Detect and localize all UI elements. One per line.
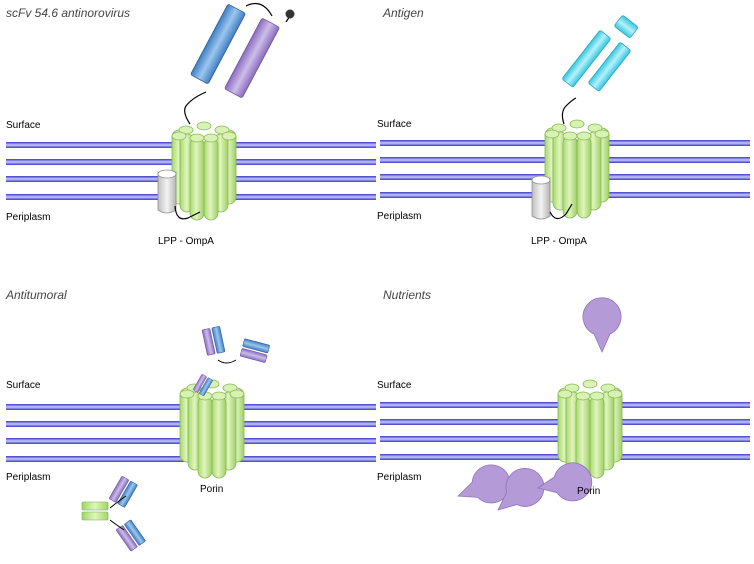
periplasm-label: Periplasm	[377, 472, 422, 483]
protein-label: Porin	[200, 484, 224, 495]
panel-title: scFv 54.6 antinorovirus	[6, 6, 131, 20]
linker-loop	[174, 205, 201, 220]
panel-scfv	[6, 3, 376, 221]
linker-up	[184, 91, 207, 125]
surface-label: Surface	[377, 380, 412, 391]
surface-label: Surface	[6, 120, 41, 131]
light-chain	[224, 18, 280, 98]
panel-title: Antitumoral	[6, 288, 67, 302]
tag-dot	[285, 9, 295, 19]
linker-up	[561, 97, 577, 125]
periplasm-label: Periplasm	[6, 212, 51, 223]
panel-antitumoral	[6, 325, 376, 552]
panel-antigen	[380, 15, 750, 220]
interdomain-linker	[245, 3, 273, 17]
panel-3: Antitumoral Surface Periplasm Porin	[0, 282, 377, 564]
heavy-chain	[190, 4, 246, 84]
linker	[109, 495, 127, 509]
protein-label: LPP - OmpA	[531, 236, 587, 247]
protein-label: Porin	[577, 486, 601, 497]
linker	[217, 359, 237, 364]
surface-label: Surface	[377, 119, 412, 130]
panel-2: Antigen Surface Periplasm LPP - OmpA	[377, 0, 754, 282]
linker	[109, 519, 125, 531]
scfv-domains	[190, 3, 295, 98]
linker-loop	[549, 203, 573, 220]
panel-1: scFv 54.6 antinorovirus Surface Periplas…	[0, 0, 377, 282]
periplasm-label: Periplasm	[377, 211, 422, 222]
periplasm-label: Periplasm	[6, 472, 51, 483]
panel-title: Nutrients	[383, 288, 432, 302]
protein-label: LPP - OmpA	[158, 236, 214, 247]
panel-4: Nutrients Surface Periplasm Porin	[377, 282, 754, 564]
panel-title: Antigen	[383, 6, 424, 20]
surface-label: Surface	[6, 380, 41, 391]
antigen-shape	[562, 15, 638, 92]
